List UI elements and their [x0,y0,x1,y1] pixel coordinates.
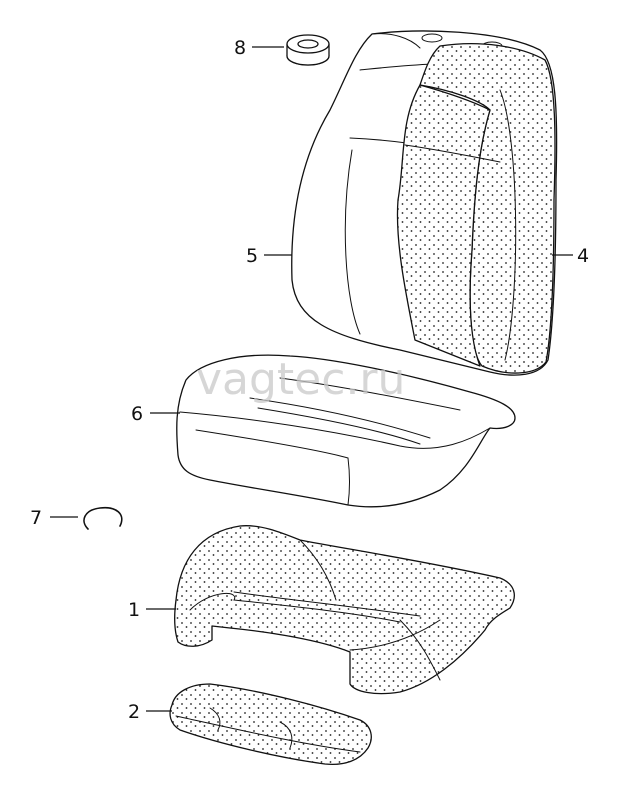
callout-label-2: 2 [128,701,140,723]
part-4-backrest-padding [396,43,556,374]
callout-4: 4 [552,245,589,267]
part-6-seat-cover [176,354,516,508]
part-1-seat-padding [174,525,515,695]
callout-label-7: 7 [30,507,42,529]
callout-8: 8 [234,37,284,59]
callout-1: 1 [128,599,176,621]
part-7-clip-ring [83,506,123,530]
callout-2: 2 [128,701,172,723]
callout-label-4: 4 [577,245,589,267]
callout-7: 7 [30,507,78,529]
callout-label-5: 5 [246,245,258,267]
callout-label-8: 8 [234,37,246,59]
callout-label-1: 1 [128,599,140,621]
callout-label-6: 6 [131,403,143,425]
callout-6: 6 [131,403,180,425]
part-8-grommet [286,34,330,66]
callout-5: 5 [246,245,292,267]
watermark-text: vagtec.ru [196,354,405,405]
part-2-lower-pad [169,683,372,766]
